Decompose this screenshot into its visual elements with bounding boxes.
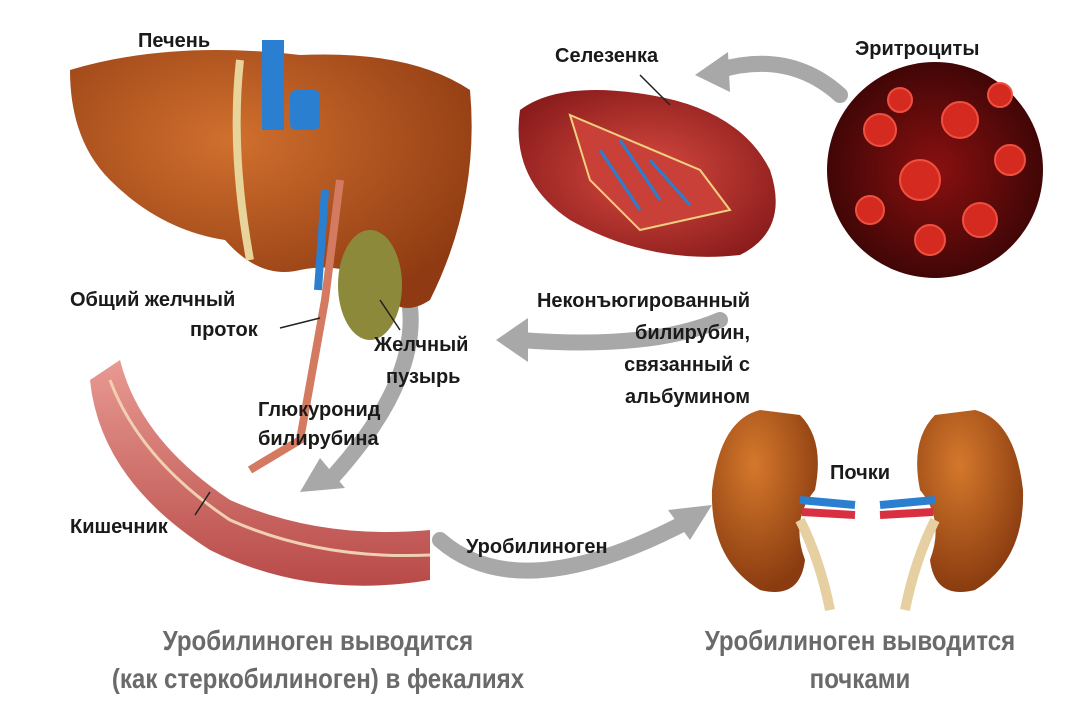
label-common-bile-duct-2: проток [190,319,258,341]
label-unconjugated-2: билирубин, [634,322,750,344]
caption-kidneys-1: Уробилиноген выводится [704,625,1016,656]
label-spleen: Селезенка [555,45,659,67]
label-common-bile-duct-1: Общий желчный [70,289,236,311]
label-gallbladder-1: Желчный [374,334,469,356]
kidney-right [917,410,1024,592]
intestine-shape [90,360,430,586]
arrow-erythrocytes-to-spleen [712,55,848,103]
arrow-spleen-to-liver [512,312,728,351]
bile-duct [247,179,344,474]
label-urobilinogen: Уробилиноген [466,536,608,558]
label-glucuronide-1: Глюкуронид [258,399,381,421]
caption-feces-1: Уробилиноген выводится [162,625,474,656]
label-intestine: Кишечник [70,516,168,538]
label-gallbladder-2: пузырь [386,366,461,388]
label-unconjugated-4: альбумином [625,386,750,408]
label-glucuronide-2: билирубина [258,428,379,450]
label-unconjugated-3: связанный с [624,354,750,376]
caption-kidneys-2: почками [809,663,911,694]
arrow-intestine-to-kidneys [432,512,698,579]
vein [262,40,284,130]
gallbladder-shape [338,230,402,340]
label-kidneys: Почки [830,462,891,484]
caption-feces-2: (как стеркобилиноген) в фекалиях [111,663,525,694]
arrowheads [300,52,730,540]
label-erythrocytes: Эритроциты [855,38,980,60]
kidney-left [711,410,818,592]
label-unconjugated-1: Неконъюгированный [536,290,750,312]
label-liver: Печень [138,30,211,52]
